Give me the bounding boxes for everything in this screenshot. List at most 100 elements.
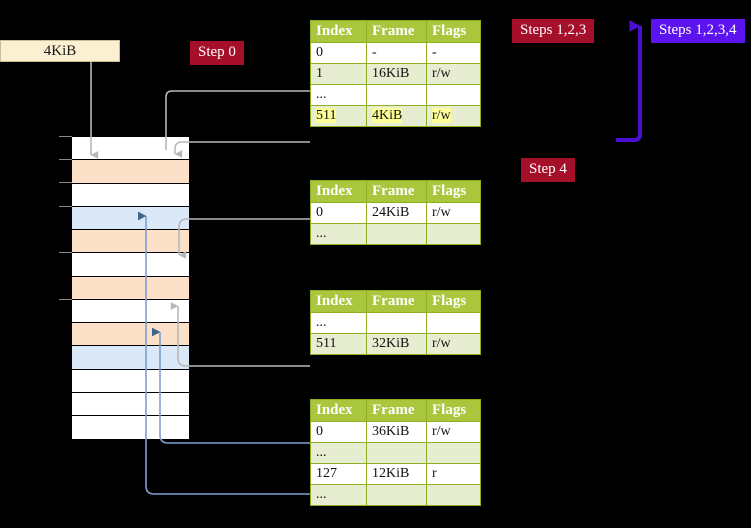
cell-flags: r/w: [426, 105, 481, 127]
table-header-row: Index Frame Flags: [310, 290, 481, 313]
memory-row: [72, 160, 189, 184]
connector-t2-row511: [170, 302, 310, 367]
cell-flags: [426, 442, 481, 464]
col-header-frame: Frame: [366, 20, 427, 43]
badge-step-4-text: Step 4: [529, 161, 567, 177]
cell-flags: r: [426, 463, 481, 485]
cell-frame: -: [366, 42, 427, 64]
table-row: ...: [310, 84, 481, 106]
cell-index: ...: [310, 484, 367, 506]
cell-flags: r/w: [426, 421, 481, 443]
memory-tick: [59, 182, 72, 183]
cell-index: 511: [310, 105, 367, 127]
memory-row: [72, 416, 189, 440]
memory-row: [72, 230, 189, 254]
cell-frame: 4KiB: [366, 105, 427, 127]
col-header-frame: Frame: [366, 180, 427, 203]
cell-index: 0: [310, 202, 367, 224]
table-header-row: Index Frame Flags: [310, 20, 481, 43]
table-row: ...: [310, 312, 481, 334]
table-header-row: Index Frame Flags: [310, 399, 481, 422]
page-table-level-0: Index Frame Flags 0 - - 1 16KiB r/w ...: [310, 20, 481, 127]
badge-steps-1234: Steps 1,2,3,4: [651, 19, 745, 43]
cell-flags: [426, 223, 481, 245]
cell-frame: [366, 223, 427, 245]
cell-flags: [426, 484, 481, 506]
badge-steps-1234-text: Steps 1,2,3,4: [659, 22, 737, 38]
col-header-flags: Flags: [426, 290, 481, 313]
cell-index: 0: [310, 421, 367, 443]
page-table-level-3: Index Frame Flags 0 36KiB r/w ... 127 12…: [310, 399, 481, 506]
cell-frame: [366, 312, 427, 334]
memory-row: [72, 276, 189, 300]
cell-flags: [426, 84, 481, 106]
cell-index: 1: [310, 63, 367, 85]
connector-t0-row511: [174, 141, 310, 158]
col-header-flags: Flags: [426, 20, 481, 43]
cell-frame: 16KiB: [366, 63, 427, 85]
cell-index: ...: [310, 312, 367, 334]
cell-flags: r/w: [426, 333, 481, 355]
cell-frame: 24KiB: [366, 202, 427, 224]
memory-row: [72, 137, 189, 161]
col-header-index: Index: [310, 290, 367, 313]
badge-step-0-text: Step 0: [198, 44, 236, 60]
page-table-level-1: Index Frame Flags 0 24KiB r/w ...: [310, 180, 481, 245]
memory-tick: [59, 206, 72, 207]
memory-row: [72, 183, 189, 207]
memory-row: [72, 369, 189, 393]
cell-frame: 12KiB: [366, 463, 427, 485]
memory-row: [72, 323, 189, 347]
cell-frame: [366, 484, 427, 506]
table-row: ...: [310, 442, 481, 464]
badge-step-0: Step 0: [190, 41, 244, 65]
table-header-row: Index Frame Flags: [310, 180, 481, 203]
col-header-frame: Frame: [366, 399, 427, 422]
table-row: 0 - -: [310, 42, 481, 64]
cell-index: 511: [310, 333, 367, 355]
size-label-text: 4KiB: [43, 42, 77, 59]
cell-frame: 36KiB: [366, 421, 427, 443]
table-row: 127 12KiB r: [310, 463, 481, 485]
cell-flags: -: [426, 42, 481, 64]
cell-index: ...: [310, 84, 367, 106]
cell-frame: [366, 84, 427, 106]
badge-steps-123-text: Steps 1,2,3: [520, 22, 587, 38]
col-header-index: Index: [310, 20, 367, 43]
memory-row: [72, 346, 189, 370]
memory-tick: [59, 252, 72, 253]
table-row: 511 32KiB r/w: [310, 333, 481, 355]
col-header-flags: Flags: [426, 180, 481, 203]
cell-index: ...: [310, 223, 367, 245]
col-header-index: Index: [310, 180, 367, 203]
memory-row: [72, 392, 189, 416]
cell-frame: [366, 442, 427, 464]
cell-flags: r/w: [426, 63, 481, 85]
cell-index: 127: [310, 463, 367, 485]
memory-tick: [59, 299, 72, 300]
memory-tick: [59, 136, 72, 137]
memory-tick: [59, 159, 72, 160]
col-header-flags: Flags: [426, 399, 481, 422]
table-row: 0 36KiB r/w: [310, 421, 481, 443]
cell-index: 0: [310, 42, 367, 64]
cell-frame: 32KiB: [366, 333, 427, 355]
cell-index: ...: [310, 442, 367, 464]
table-row: 0 24KiB r/w: [310, 202, 481, 224]
page-table-level-2: Index Frame Flags ... 511 32KiB r/w: [310, 290, 481, 355]
purple-bracket-arrow: [616, 20, 642, 142]
connector-t1-row0: [178, 218, 310, 259]
cell-flags: [426, 312, 481, 334]
memory-row: [72, 253, 189, 277]
table-row: ...: [310, 484, 481, 506]
physical-memory-grid: [71, 136, 190, 440]
size-label-box: 4KiB: [0, 40, 120, 62]
table-row: ...: [310, 223, 481, 245]
memory-row: [72, 299, 189, 323]
badge-steps-123: Steps 1,2,3: [512, 19, 595, 43]
memory-row: [72, 206, 189, 230]
col-header-index: Index: [310, 399, 367, 422]
table-row: 1 16KiB r/w: [310, 63, 481, 85]
table-row-highlighted: 511 4KiB r/w: [310, 105, 481, 127]
